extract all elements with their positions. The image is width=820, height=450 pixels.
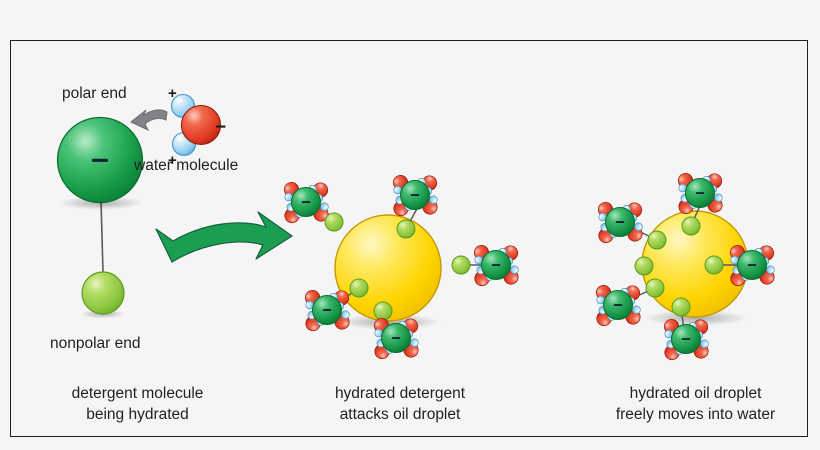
- caption-panel-3-line-1: hydrated oil droplet: [629, 385, 762, 402]
- label-water-molecule: water molecule: [134, 157, 239, 174]
- caption-panel-1-line-2: being hydrated: [86, 405, 189, 423]
- caption-panel-2-line-1: hydrated detergent: [334, 385, 466, 402]
- water-hydrogen-plus-top: +: [168, 85, 177, 102]
- water-hydrogen-plus-bottom: +: [168, 152, 177, 169]
- caption-panel-2: hydrated detergent attacks oil droplet: [300, 384, 500, 426]
- figure-frame: [10, 40, 808, 437]
- caption-panel-2-line-2: attacks oil droplet: [339, 405, 461, 423]
- label-polar-end: polar end: [62, 85, 127, 102]
- caption-panel-3-line-2: freely moves into water: [615, 405, 776, 423]
- water-oxygen-minus: −: [215, 117, 227, 138]
- caption-panel-3: hydrated oil droplet freely moves into w…: [588, 384, 803, 426]
- caption-panel-1-line-1: detergent molecule: [71, 385, 204, 402]
- label-nonpolar-end: nonpolar end: [50, 335, 141, 352]
- caption-panel-1: detergent molecule being hydrated: [40, 384, 235, 426]
